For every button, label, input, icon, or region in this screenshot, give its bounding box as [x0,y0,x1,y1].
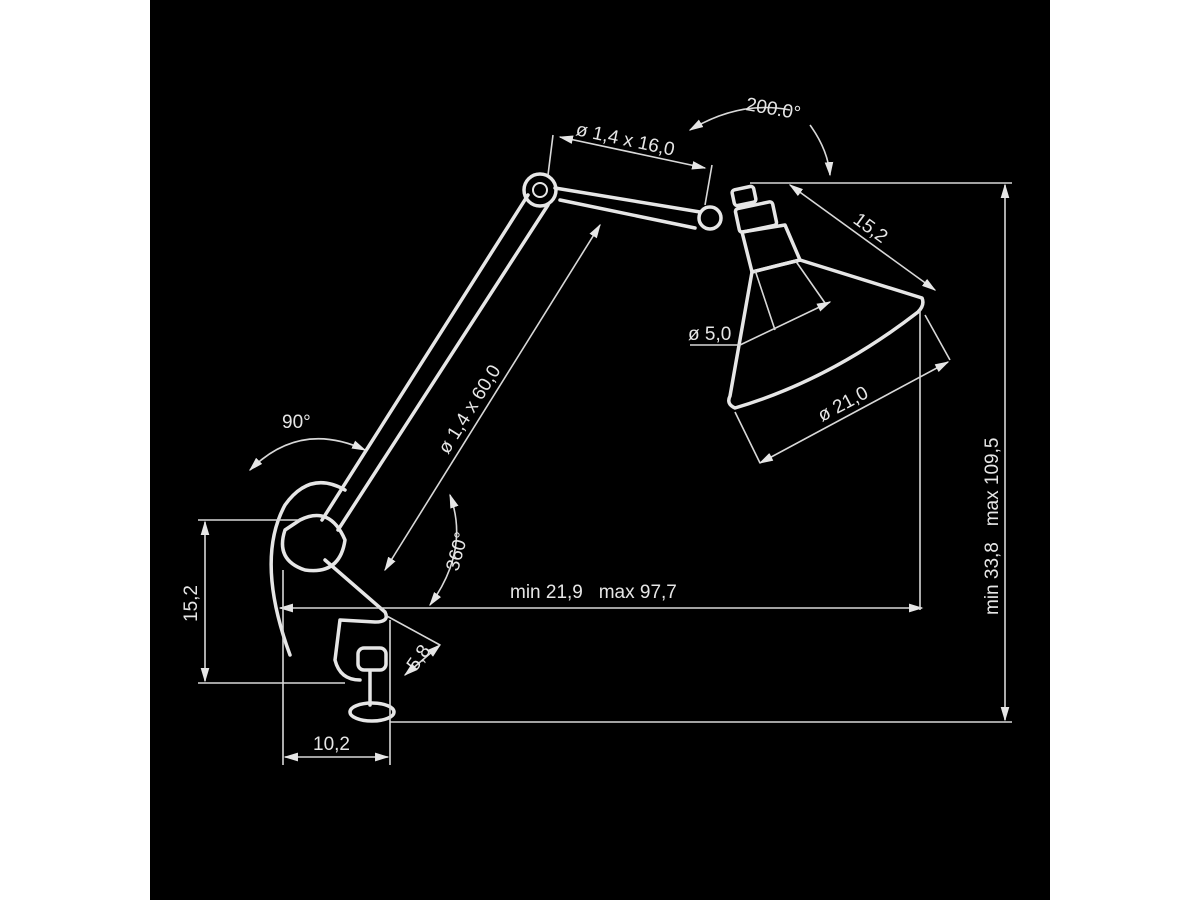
elbow-joint [522,172,558,208]
upper-arm [553,186,702,214]
shade-knob [730,184,758,208]
clamp-screw [356,646,388,672]
head-joint [697,205,723,231]
clamp-pad [348,701,396,723]
elbow-joint-pin [532,182,548,198]
base-tilt-label: 90° [282,412,311,433]
height-label: min 33,8 max 109,5 [982,438,1003,615]
reach-label: min 21,9 max 97,7 [510,582,677,603]
base-hook [269,481,347,657]
upper-arm-edge [558,198,697,230]
clamp-height-label: 15,2 [181,585,202,622]
clamp-depth-label: 10,2 [313,734,350,755]
dimension-lines [198,106,1012,765]
shade-neck-label: ø 5,0 [688,324,731,345]
